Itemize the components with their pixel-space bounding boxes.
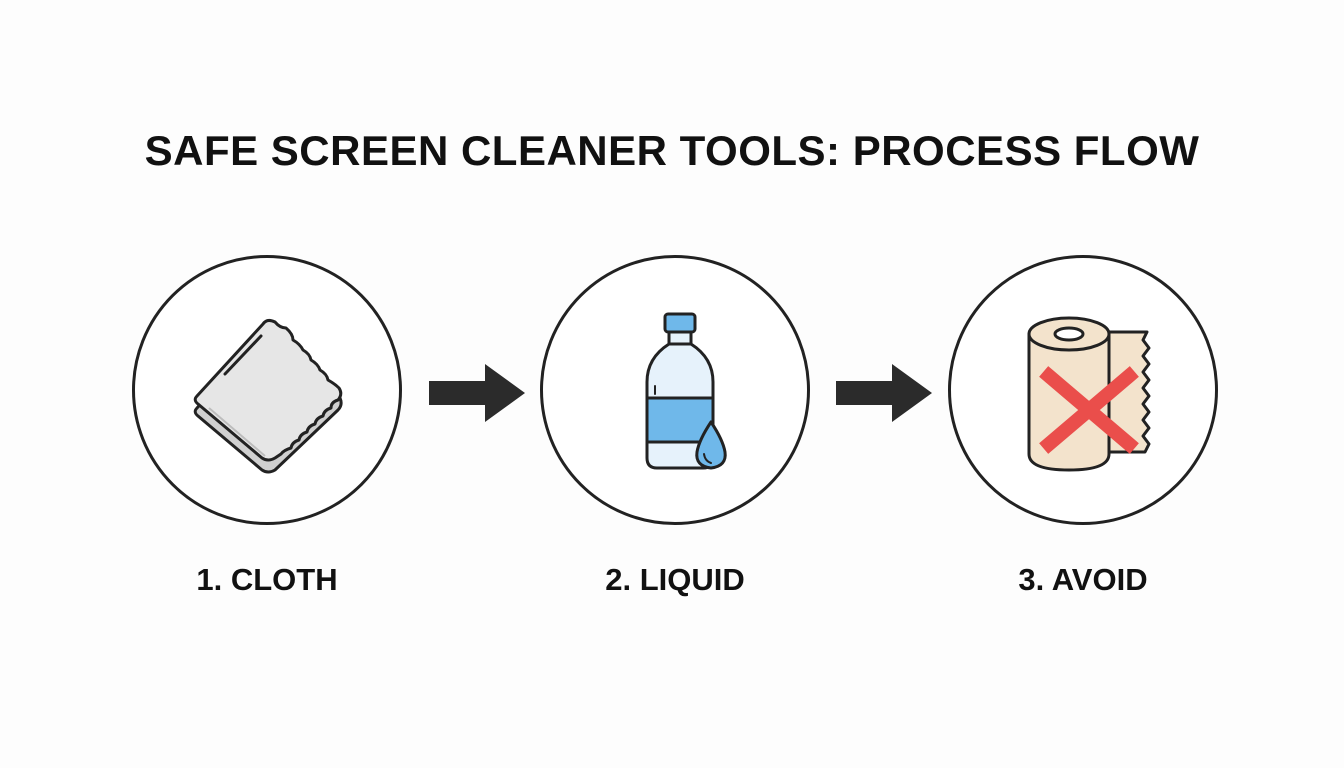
step-cloth-circle [132, 255, 402, 525]
arrow-right-icon [429, 364, 525, 422]
step-avoid-circle [948, 255, 1218, 525]
arrow-right-icon [836, 364, 932, 422]
page-title: SAFE SCREEN CLEANER TOOLS: PROCESS FLOW [144, 127, 1200, 174]
step-label-cloth: 1. CLOTH [196, 562, 338, 597]
paper-towel-crossed-icon [1027, 316, 1151, 472]
microfiber-cloth-icon [193, 318, 343, 474]
spray-bottle-icon [645, 312, 727, 470]
step-label-liquid: 2. LIQUID [605, 562, 745, 597]
step-label-avoid: 3. AVOID [1018, 562, 1148, 597]
step-liquid-circle [540, 255, 810, 525]
